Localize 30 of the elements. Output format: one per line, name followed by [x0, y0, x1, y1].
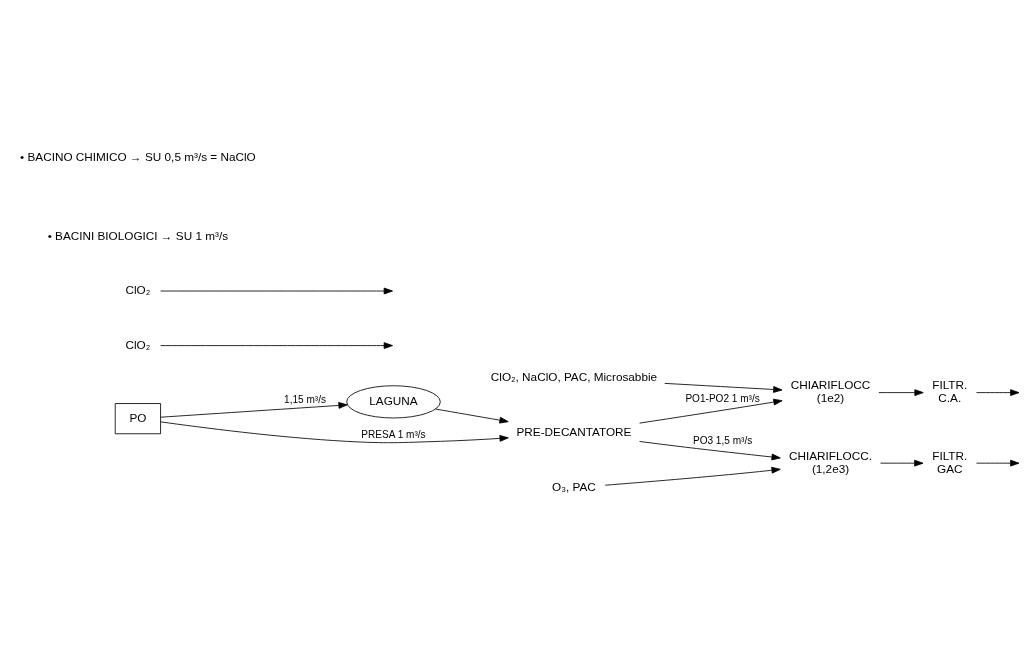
arrow — [604, 466, 781, 486]
arrow — [664, 382, 783, 393]
node-text: FILTR. GAC — [932, 448, 968, 475]
node-ellipse: LAGUNA — [346, 385, 441, 419]
arrow — [976, 389, 1020, 396]
arrow — [976, 459, 1020, 467]
arrow — [160, 402, 348, 418]
label: • BACINI BIOLOGICI → SU 1 m³/s — [47, 228, 229, 242]
arrow — [160, 342, 393, 349]
node-text: O₃, PAC — [552, 479, 596, 493]
edge-label: 1,15 m³/s — [284, 394, 326, 406]
label: • BACINO CHIMICO → SU 0,5 m³/s = NaClO — [20, 149, 256, 163]
arrow — [160, 287, 393, 295]
node-text: ClO₂, NaClO, PAC, Microsabbie — [490, 370, 658, 384]
node-text: CHIARIFLOCC. (1,2e3) — [789, 448, 872, 475]
arrow — [160, 421, 509, 444]
node-text: ClO₂ — [125, 283, 151, 297]
arrow — [878, 389, 924, 396]
arrow — [639, 398, 783, 424]
edge-label: PO1-PO2 1 m³/s — [685, 392, 760, 404]
arrow — [435, 408, 509, 424]
node-text: CHIARIFLOCC (1e2) — [790, 378, 871, 405]
node-text: ClO₂ — [125, 337, 151, 351]
arrow — [880, 459, 924, 467]
node-text: FILTR. C.A. — [932, 378, 968, 405]
edge-label: PRESA 1 m³/s — [361, 429, 426, 441]
node-text: PRE-DECANTATORE — [516, 425, 632, 439]
edge-label: PO3 1,5 m³/s — [692, 435, 753, 447]
arrow — [639, 441, 781, 461]
node-box: PO — [114, 403, 161, 435]
